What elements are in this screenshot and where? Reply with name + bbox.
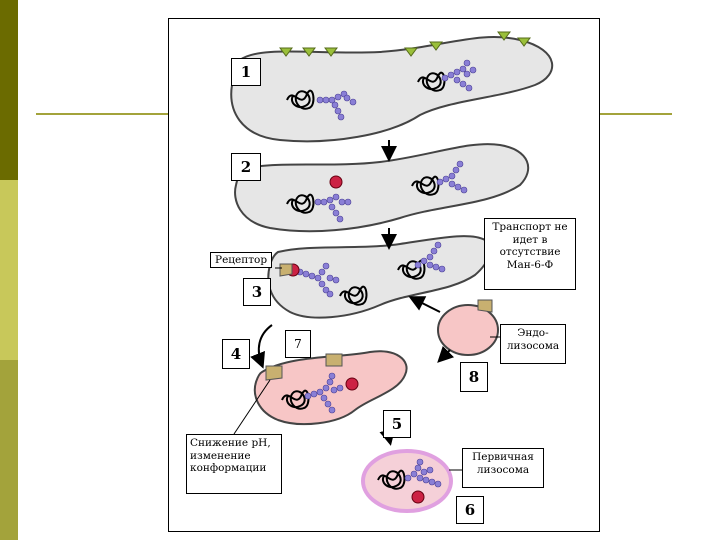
ph-drop-label: Снижение pH, изменение конформации: [186, 434, 282, 494]
receptor-icon: [265, 263, 493, 381]
receptor-label: Рецептор: [210, 252, 273, 268]
primary-lysosome-label: Первичная лизосома: [462, 448, 544, 488]
step-3: 3: [243, 278, 271, 306]
endolysosome-label: Эндо- лизосома: [500, 324, 566, 364]
compartment-3: [267, 235, 492, 319]
left-strip-dark: [0, 0, 18, 180]
step-1: 1: [231, 58, 261, 86]
rule-left: [36, 113, 170, 115]
no-transport-label: Транспорт не идет в отсутствие Ман-6-Ф: [484, 218, 576, 290]
step-6: 6: [456, 496, 484, 524]
step-5: 5: [383, 410, 411, 438]
step-4: 4: [222, 339, 250, 369]
enzyme-chains: [296, 59, 477, 488]
step-7: 7: [285, 330, 311, 358]
compartment-1: [230, 36, 554, 143]
rule-right: [598, 113, 672, 115]
pointer-lines: [233, 267, 500, 471]
endolysosome: [437, 304, 499, 356]
left-strip-mid: [0, 360, 18, 540]
left-strip-light: [0, 180, 18, 360]
step-8: 8: [460, 362, 488, 392]
step-2: 2: [231, 153, 261, 181]
compartment-2: [234, 143, 530, 233]
enzyme-group-top: [279, 31, 531, 57]
